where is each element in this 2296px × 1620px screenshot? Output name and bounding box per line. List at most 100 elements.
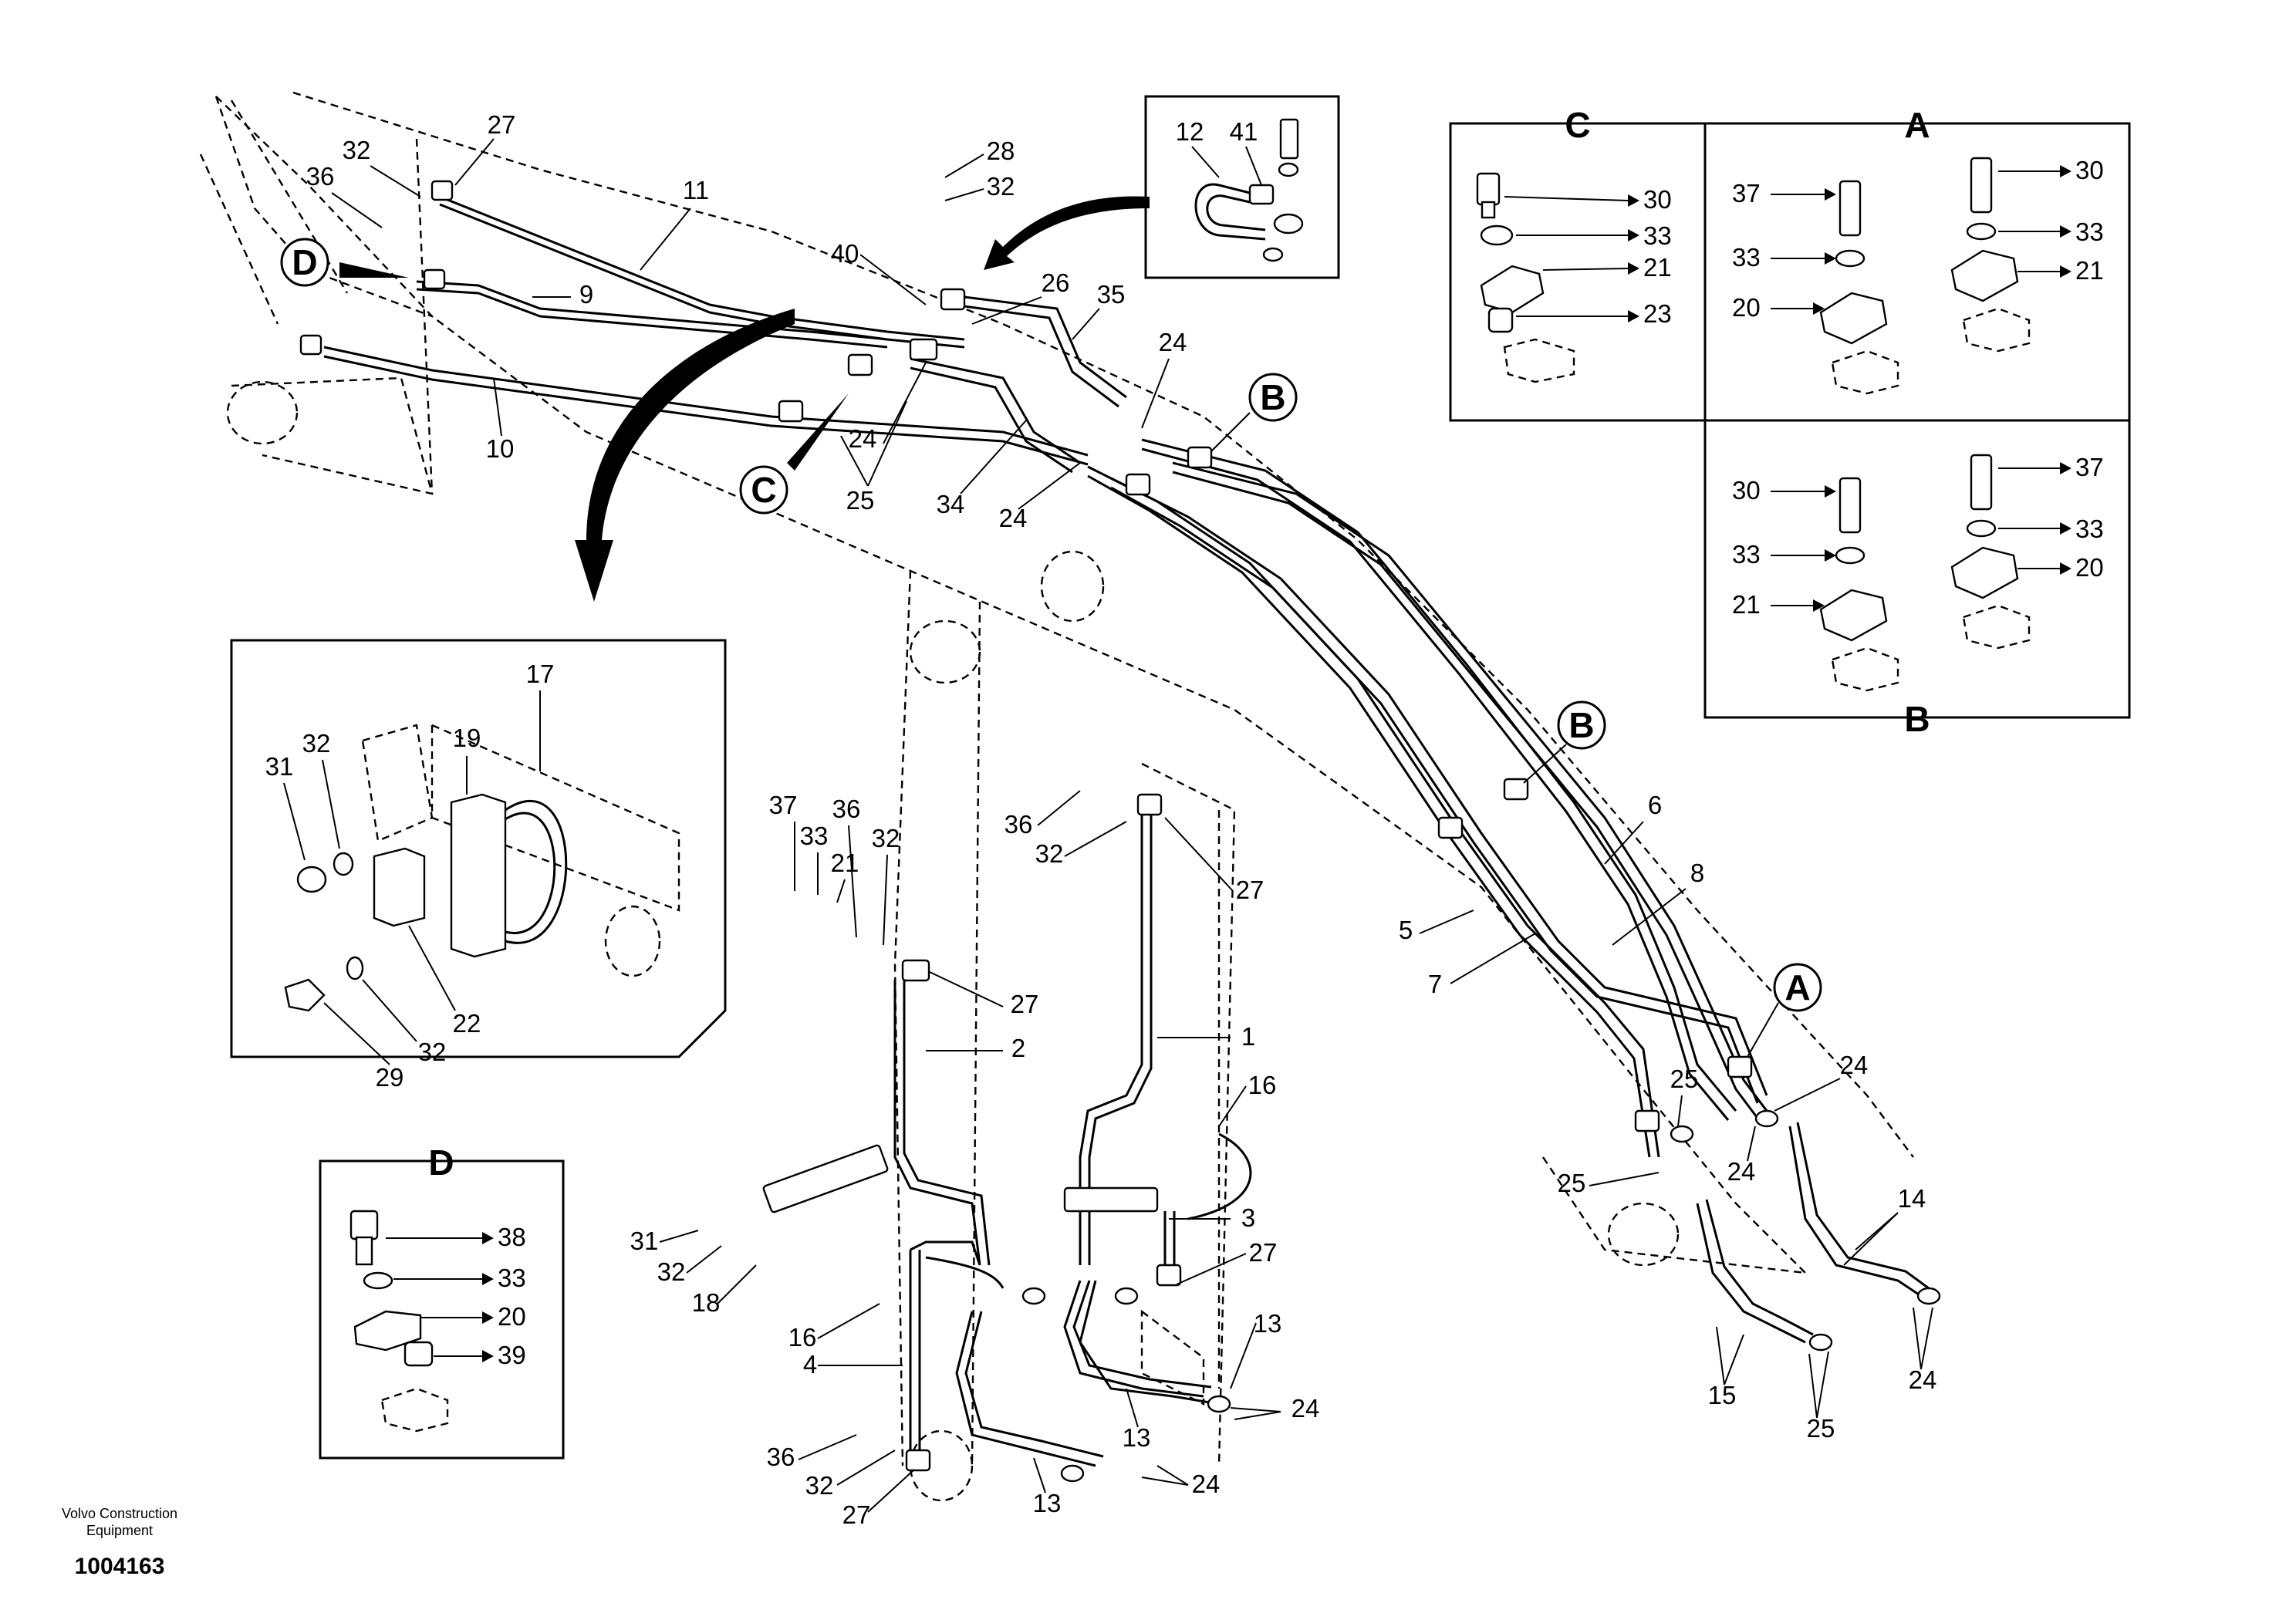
svg-text:25: 25 bbox=[1558, 1169, 1586, 1197]
figure-footer: Volvo Construction Equipment 1004163 bbox=[62, 1506, 177, 1579]
svg-text:32: 32 bbox=[805, 1471, 834, 1500]
svg-text:27: 27 bbox=[1011, 990, 1039, 1018]
svg-text:23: 23 bbox=[1643, 299, 1672, 328]
svg-text:24: 24 bbox=[1192, 1470, 1221, 1498]
svg-text:D: D bbox=[428, 1142, 454, 1183]
svg-text:33: 33 bbox=[2075, 218, 2104, 246]
detail-a: A 37 33 20 30 33 21 bbox=[1703, 105, 2131, 422]
svg-text:17: 17 bbox=[526, 660, 555, 688]
hydraulic-lines bbox=[323, 195, 1930, 1467]
svg-text:32: 32 bbox=[1035, 839, 1064, 868]
detail-d: D 38 33 20 39 bbox=[319, 1142, 565, 1460]
svg-text:35: 35 bbox=[1097, 280, 1126, 309]
callout-b-lower: B bbox=[1523, 700, 1606, 784]
svg-text:33: 33 bbox=[800, 822, 829, 850]
svg-text:33: 33 bbox=[498, 1264, 526, 1292]
svg-text:22: 22 bbox=[453, 1009, 481, 1038]
svg-text:B: B bbox=[1260, 377, 1285, 417]
svg-text:A: A bbox=[1904, 105, 1930, 145]
svg-text:28: 28 bbox=[987, 137, 1015, 165]
callout-a: A bbox=[1747, 963, 1822, 1058]
svg-text:14: 14 bbox=[1898, 1184, 1926, 1213]
svg-text:20: 20 bbox=[498, 1302, 526, 1331]
svg-text:30: 30 bbox=[2075, 156, 2104, 184]
svg-text:24: 24 bbox=[849, 424, 877, 453]
detail-c: C 30 33 21 23 bbox=[1449, 105, 1707, 422]
svg-text:5: 5 bbox=[1399, 916, 1413, 944]
svg-text:C: C bbox=[751, 470, 776, 510]
detail-b: B 30 33 21 37 33 20 bbox=[1703, 419, 2131, 739]
svg-text:6: 6 bbox=[1648, 791, 1662, 819]
svg-text:13: 13 bbox=[1254, 1309, 1282, 1338]
svg-text:2: 2 bbox=[1011, 1034, 1025, 1062]
callout-d: D bbox=[280, 238, 409, 287]
svg-text:32: 32 bbox=[872, 824, 900, 852]
svg-text:12: 12 bbox=[1176, 117, 1204, 146]
svg-text:24: 24 bbox=[1909, 1365, 1937, 1394]
svg-text:13: 13 bbox=[1123, 1423, 1151, 1452]
svg-text:41: 41 bbox=[1230, 117, 1258, 146]
svg-text:37: 37 bbox=[769, 791, 798, 819]
svg-text:39: 39 bbox=[498, 1341, 526, 1369]
svg-text:16: 16 bbox=[1248, 1071, 1277, 1099]
svg-text:36: 36 bbox=[832, 795, 861, 823]
part-number-labels: 27 32 36 11 9 10 28 32 40 26 35 24 24 25… bbox=[306, 110, 1937, 1529]
inset-hose-12: 12 41 bbox=[1144, 95, 1340, 279]
svg-text:1: 1 bbox=[1241, 1022, 1255, 1051]
svg-text:30: 30 bbox=[1643, 185, 1672, 214]
svg-text:30: 30 bbox=[1732, 476, 1761, 505]
svg-text:36: 36 bbox=[767, 1443, 795, 1471]
svg-text:40: 40 bbox=[831, 239, 859, 268]
svg-text:15: 15 bbox=[1708, 1381, 1737, 1409]
svg-text:11: 11 bbox=[683, 176, 709, 204]
svg-text:32: 32 bbox=[657, 1257, 686, 1286]
svg-text:32: 32 bbox=[302, 729, 331, 758]
svg-text:27: 27 bbox=[1249, 1238, 1278, 1267]
svg-text:9: 9 bbox=[579, 280, 593, 309]
svg-text:21: 21 bbox=[831, 849, 859, 877]
svg-text:25: 25 bbox=[1807, 1414, 1835, 1443]
svg-text:32: 32 bbox=[987, 172, 1015, 201]
svg-text:26: 26 bbox=[1042, 268, 1070, 297]
svg-text:20: 20 bbox=[2075, 553, 2104, 582]
svg-text:20: 20 bbox=[1732, 293, 1761, 322]
svg-text:8: 8 bbox=[1690, 859, 1704, 887]
svg-text:27: 27 bbox=[488, 110, 516, 139]
svg-text:38: 38 bbox=[498, 1223, 526, 1251]
callout-b-upper: B bbox=[1210, 373, 1298, 452]
svg-text:A: A bbox=[1784, 967, 1810, 1007]
svg-text:31: 31 bbox=[630, 1227, 659, 1255]
svg-text:27: 27 bbox=[1236, 876, 1264, 904]
svg-text:24: 24 bbox=[1727, 1157, 1756, 1186]
svg-text:25: 25 bbox=[846, 486, 875, 515]
svg-text:33: 33 bbox=[2075, 515, 2104, 543]
svg-text:21: 21 bbox=[1732, 590, 1761, 619]
svg-text:32: 32 bbox=[343, 136, 371, 164]
svg-text:21: 21 bbox=[1643, 253, 1672, 282]
callout-c: C bbox=[739, 393, 849, 515]
detail-clamp-17: 19 17 31 32 22 32 29 bbox=[230, 639, 727, 1092]
fittings-and-clamps bbox=[299, 180, 1941, 1483]
svg-text:Volvo Construction: Volvo Construction bbox=[62, 1506, 177, 1521]
svg-text:B: B bbox=[1568, 705, 1594, 745]
svg-text:C: C bbox=[1565, 105, 1590, 145]
svg-text:37: 37 bbox=[2075, 453, 2104, 481]
svg-text:24: 24 bbox=[1292, 1394, 1320, 1423]
svg-text:37: 37 bbox=[1732, 179, 1761, 208]
svg-text:1004163: 1004163 bbox=[75, 1554, 165, 1579]
detail-arrows bbox=[575, 196, 1150, 602]
svg-text:13: 13 bbox=[1033, 1489, 1062, 1517]
svg-text:16: 16 bbox=[788, 1323, 817, 1352]
svg-text:25: 25 bbox=[1670, 1065, 1699, 1093]
svg-text:4: 4 bbox=[803, 1350, 817, 1379]
svg-text:24: 24 bbox=[1159, 328, 1187, 356]
svg-text:10: 10 bbox=[486, 434, 515, 463]
svg-text:34: 34 bbox=[937, 490, 965, 518]
svg-text:32: 32 bbox=[418, 1038, 447, 1066]
svg-text:18: 18 bbox=[692, 1288, 721, 1317]
svg-text:7: 7 bbox=[1428, 970, 1442, 998]
svg-text:36: 36 bbox=[1004, 810, 1033, 839]
svg-text:36: 36 bbox=[306, 162, 335, 191]
svg-text:B: B bbox=[1904, 699, 1930, 739]
